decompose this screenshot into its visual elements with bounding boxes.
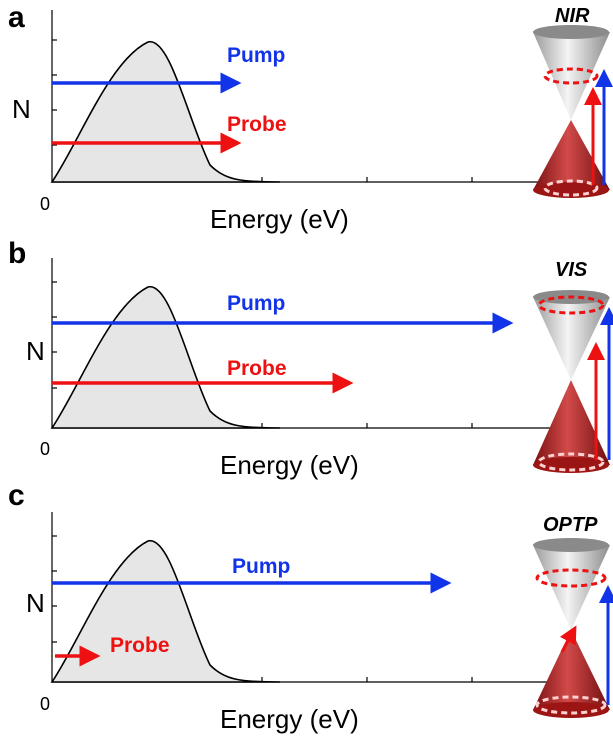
panel-letter: c [8,479,25,512]
carrier-distribution-curve [50,540,281,683]
panel-letter: b [8,237,26,270]
y-axis-label: N [12,94,31,124]
dirac-cone [533,538,613,718]
dirac-cone [533,290,613,473]
regime-label: NIR [555,5,590,27]
origin-label: 0 [40,694,50,714]
y-axis-label: N [26,336,45,366]
pump-label: Pump [232,555,290,578]
x-axis-label: Energy (eV) [220,450,359,480]
carrier-distribution-curve [50,41,281,183]
probe-label: Probe [227,357,287,380]
regime-label: OPTP [543,514,598,536]
x-axis-label: Energy (eV) [210,204,349,234]
panel-b: b N 0 Energy (eV) Pump Probe VIS [8,237,613,480]
x-axis-label: Energy (eV) [220,704,359,734]
pump-label: Pump [227,292,285,315]
dirac-cone [533,25,613,198]
regime-label: VIS [555,259,588,281]
carrier-distribution-curve [50,286,281,429]
panel-a: a N 0 Energy (eV) Pump Probe NIR [8,1,613,234]
probe-label: Probe [110,634,170,657]
origin-label: 0 [40,439,50,459]
pump-label: Pump [227,44,285,67]
y-axis-label: N [26,588,45,618]
panel-letter: a [8,1,25,34]
origin-label: 0 [40,194,50,214]
probe-label: Probe [227,113,287,136]
panel-c: c N 0 Energy (eV) Pump Probe OPTP [8,479,613,734]
